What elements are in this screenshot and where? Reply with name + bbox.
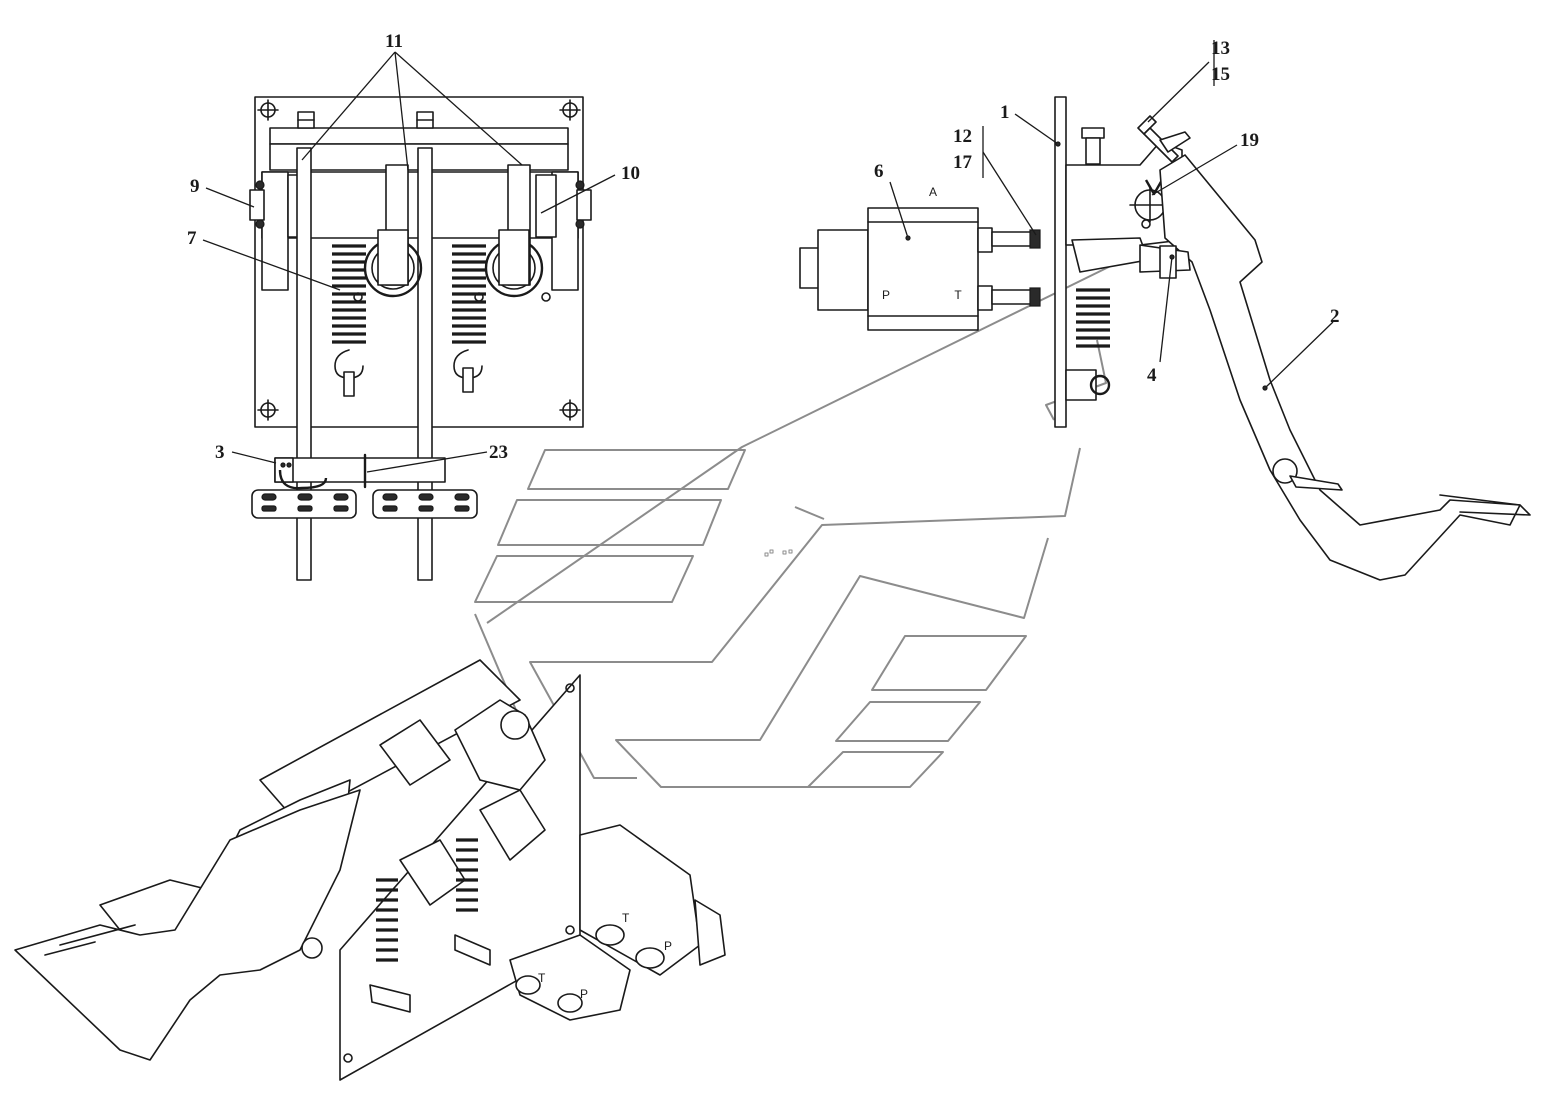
callout-11: 11	[385, 31, 403, 52]
callout-23: 23	[489, 442, 508, 463]
mounting-holes	[257, 99, 581, 421]
side-view: A P T	[799, 96, 1531, 581]
leader-lines	[202, 40, 1334, 473]
left-foot-pad	[251, 489, 357, 519]
iso-brake-valve: T P T P	[509, 824, 726, 1021]
callout-17: 17	[953, 152, 973, 173]
view-connector-chevrons	[474, 254, 1134, 788]
callout-19: 19	[1240, 130, 1259, 151]
push-rod	[1071, 237, 1191, 279]
iso-springs	[369, 838, 491, 1013]
isometric-view: T P T P	[14, 659, 726, 1081]
valve-body	[867, 207, 979, 331]
iso-front-pedal	[14, 789, 361, 1061]
left-spring	[332, 244, 366, 397]
callout-9: 9	[190, 176, 200, 197]
iso-port-t2: T	[538, 971, 546, 985]
mounting-plate	[1054, 96, 1067, 428]
stop-bolt	[1137, 115, 1191, 163]
callout-3: 3	[215, 442, 225, 463]
callout-10: 10	[621, 163, 640, 184]
iso-port-p1: P	[664, 939, 672, 953]
front-view	[249, 96, 592, 581]
callout-numbers: 11 9 10 7 3 23 1 13 15 12 17 6 19 4 2	[187, 31, 1340, 463]
callout-7: 7	[187, 228, 197, 249]
iso-plungers	[379, 699, 546, 906]
right-spring	[452, 244, 486, 393]
callout-6: 6	[874, 161, 884, 182]
callout-15: 15	[1211, 64, 1230, 85]
brake-valve: A P T	[799, 185, 1041, 331]
pedal-lever	[1159, 154, 1521, 581]
port-p-label: P	[882, 288, 890, 302]
port-a-label: A	[929, 185, 937, 199]
iso-port-p2: P	[580, 987, 588, 1001]
callout-1: 1	[1000, 102, 1010, 123]
callout-4: 4	[1147, 365, 1157, 386]
right-foot-pad	[372, 489, 478, 519]
right-plunger	[484, 229, 544, 298]
port-t-label: T	[954, 288, 962, 302]
callout-13: 13	[1211, 38, 1230, 59]
return-spring	[1076, 288, 1111, 396]
left-plunger	[363, 229, 423, 298]
callout-12: 12	[953, 126, 972, 147]
pedal-lock-bar	[274, 453, 446, 490]
iso-port-t1: T	[622, 911, 630, 925]
callout-2: 2	[1330, 306, 1340, 327]
